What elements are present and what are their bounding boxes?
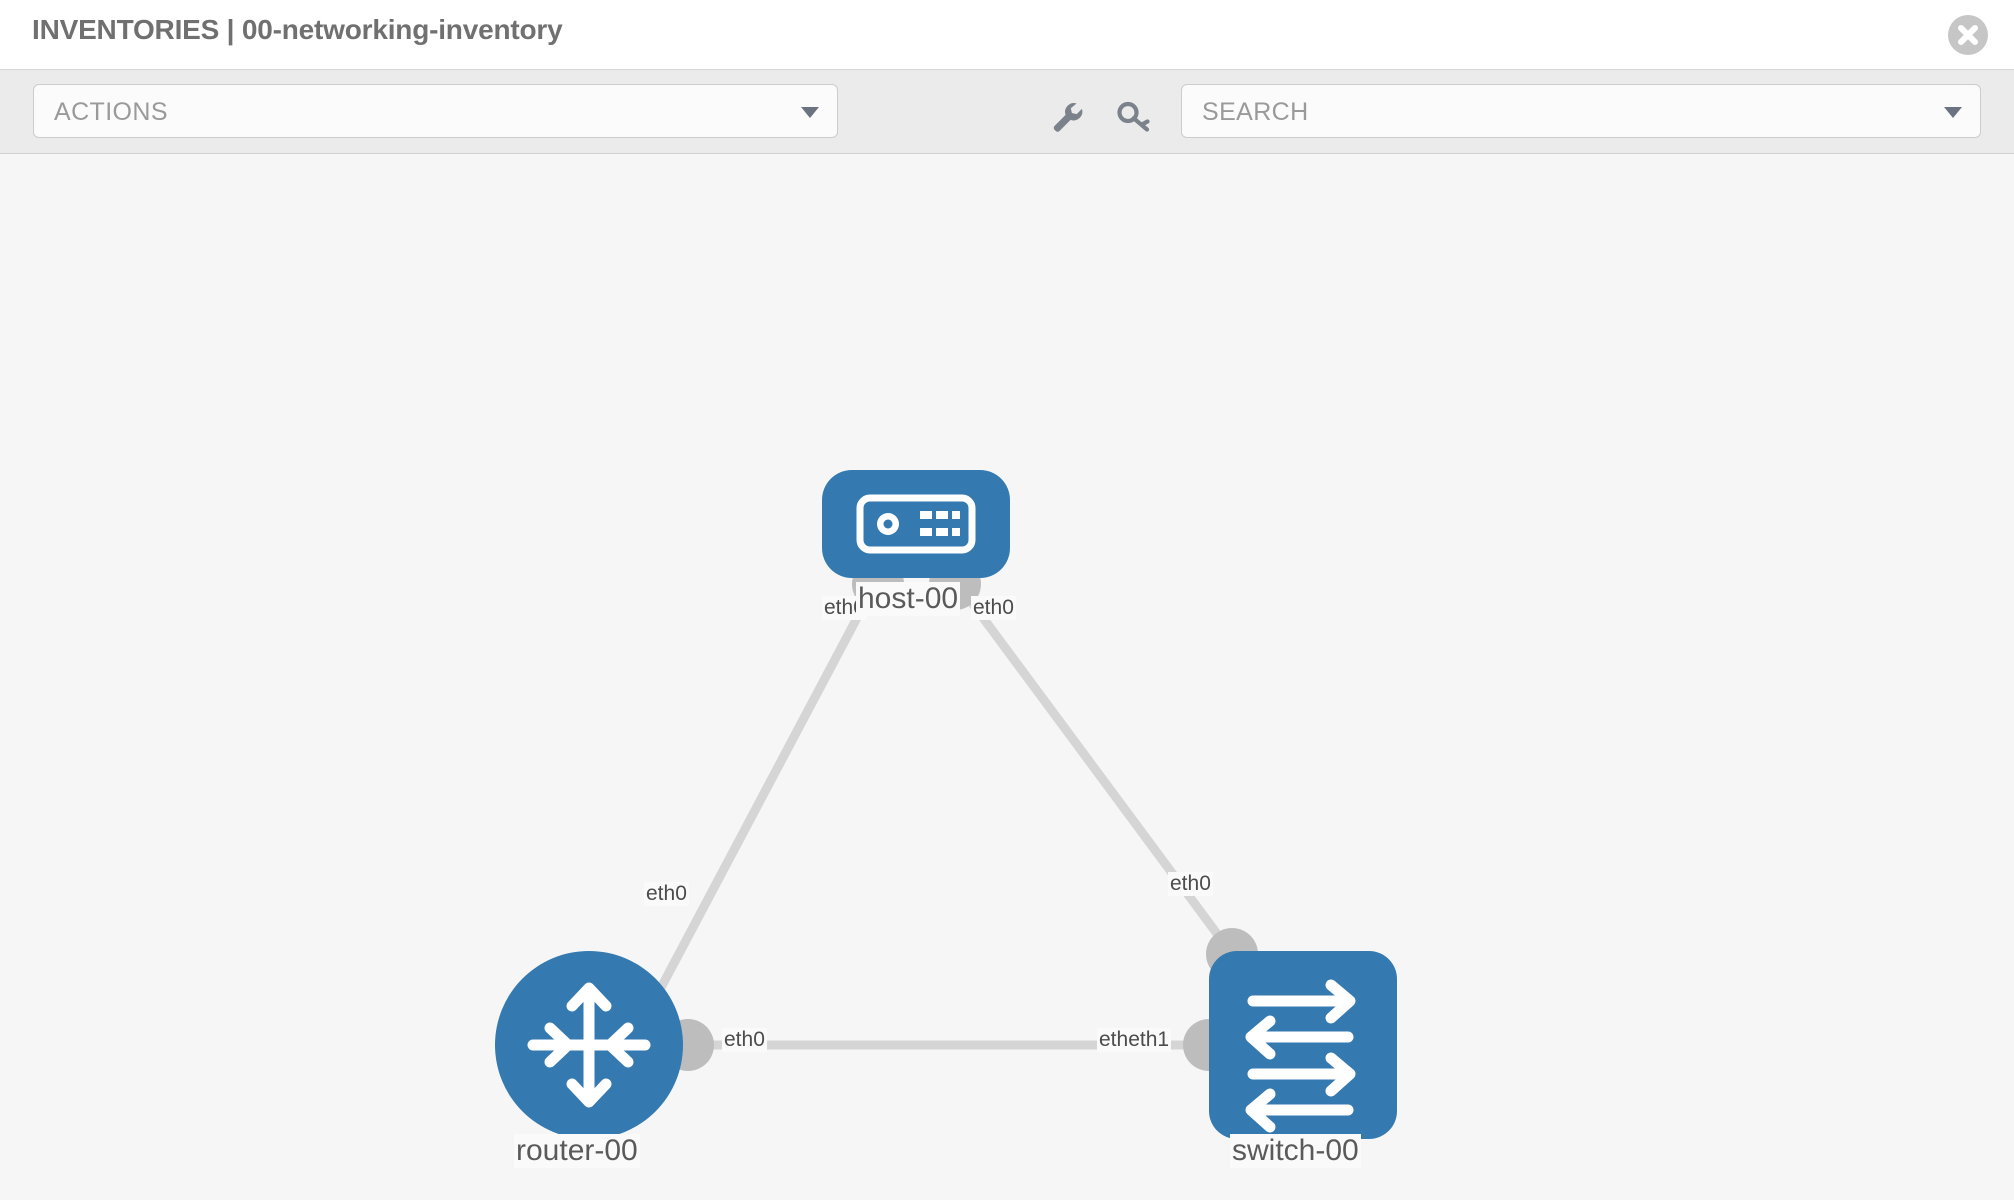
toolbar: ACTIONS SEARCH xyxy=(0,70,2014,154)
close-icon[interactable] xyxy=(1948,15,1988,55)
port-label-router-eth0: eth0 xyxy=(722,1028,767,1052)
node-router-00[interactable] xyxy=(495,951,683,1139)
port-label-host-right: eth0 xyxy=(971,596,1016,620)
actions-dropdown[interactable]: ACTIONS xyxy=(33,84,838,138)
topology-canvas[interactable]: eth0 host-00 eth0 eth0 eth0 eth0 etheth1… xyxy=(0,154,2014,1200)
actions-dropdown-label: ACTIONS xyxy=(54,98,168,126)
router-arrows-icon xyxy=(527,982,651,1108)
chevron-down-icon xyxy=(801,107,819,118)
node-label-switch-00: switch-00 xyxy=(1230,1134,1361,1168)
topology-links xyxy=(651,581,1236,1050)
page-header: INVENTORIES | 00-networking-inventory xyxy=(0,0,2014,70)
search-input[interactable]: SEARCH xyxy=(1181,84,1981,138)
node-switch-00[interactable] xyxy=(1209,951,1397,1139)
page-title: INVENTORIES | 00-networking-inventory xyxy=(32,14,563,45)
chevron-down-icon[interactable] xyxy=(1944,107,1962,118)
link-host-router xyxy=(651,581,879,1002)
search-placeholder: SEARCH xyxy=(1202,98,1309,126)
port-label-switch-uplink: eth0 xyxy=(1168,872,1213,896)
wrench-icon[interactable] xyxy=(1046,96,1086,136)
topology-graph xyxy=(495,470,1397,1139)
node-host-00[interactable] xyxy=(822,470,1010,578)
server-device-icon xyxy=(856,494,976,554)
node-label-host-00: host-00 xyxy=(856,582,961,616)
switch-arrows-icon xyxy=(1245,979,1356,1133)
node-label-router-00: router-00 xyxy=(514,1134,640,1168)
link-host-switch xyxy=(954,581,1236,957)
key-icon[interactable] xyxy=(1114,96,1154,136)
port-label-switch-eth1: etheth1 xyxy=(1097,1028,1172,1052)
port-label-router-uplink: eth0 xyxy=(644,882,689,906)
